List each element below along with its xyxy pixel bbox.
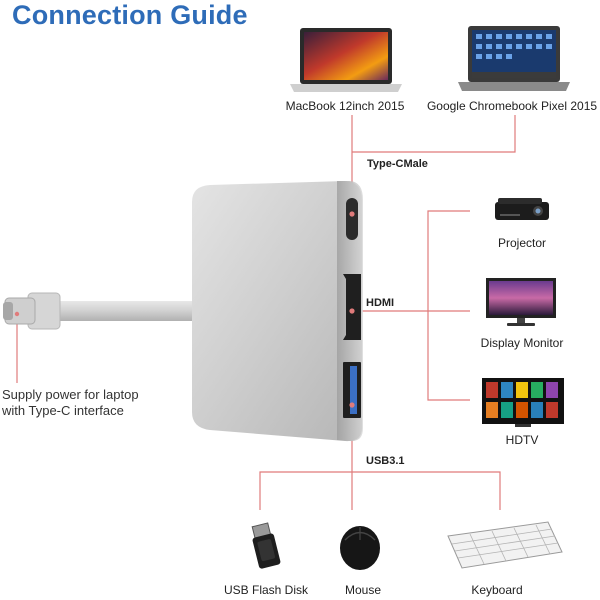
page-title: Connection Guide xyxy=(12,0,248,30)
hdtv-label: HDTV xyxy=(505,433,539,447)
hdtv-image xyxy=(482,378,564,427)
usb-port-label: USB3.1 xyxy=(366,455,405,467)
projector-label: Projector xyxy=(497,236,547,250)
line-chromebook xyxy=(352,115,516,153)
chromebook-label: Google Chromebook Pixel 2015 xyxy=(426,99,598,113)
supply-note: Supply power for laptop with Type-C inte… xyxy=(2,387,139,419)
flash-disk-image xyxy=(251,522,281,569)
line-video-bus xyxy=(427,210,470,401)
monitor-image xyxy=(486,278,556,326)
mouse-image xyxy=(340,526,380,570)
hdmi-port-label: HDMI xyxy=(366,297,395,309)
macbook-label: MacBook 12inch 2015 xyxy=(285,99,405,113)
supply-note-line1: Supply power for laptop xyxy=(2,387,139,402)
connector-lines xyxy=(16,115,516,510)
projector-image xyxy=(495,198,549,220)
keyboard-image xyxy=(447,521,563,569)
typec-cable xyxy=(3,292,195,330)
monitor-label: Display Monitor xyxy=(480,336,564,350)
flash-disk-label: USB Flash Disk xyxy=(223,583,309,597)
typec-port-label: Type-CMale xyxy=(367,158,428,170)
chromebook-image xyxy=(458,26,570,91)
line-usb-branch xyxy=(259,471,501,510)
macbook-image xyxy=(290,28,402,92)
hub-body xyxy=(192,181,363,442)
supply-note-line2: with Type-C interface xyxy=(2,403,124,418)
keyboard-label: Keyboard xyxy=(471,583,523,597)
mouse-label: Mouse xyxy=(344,583,382,597)
